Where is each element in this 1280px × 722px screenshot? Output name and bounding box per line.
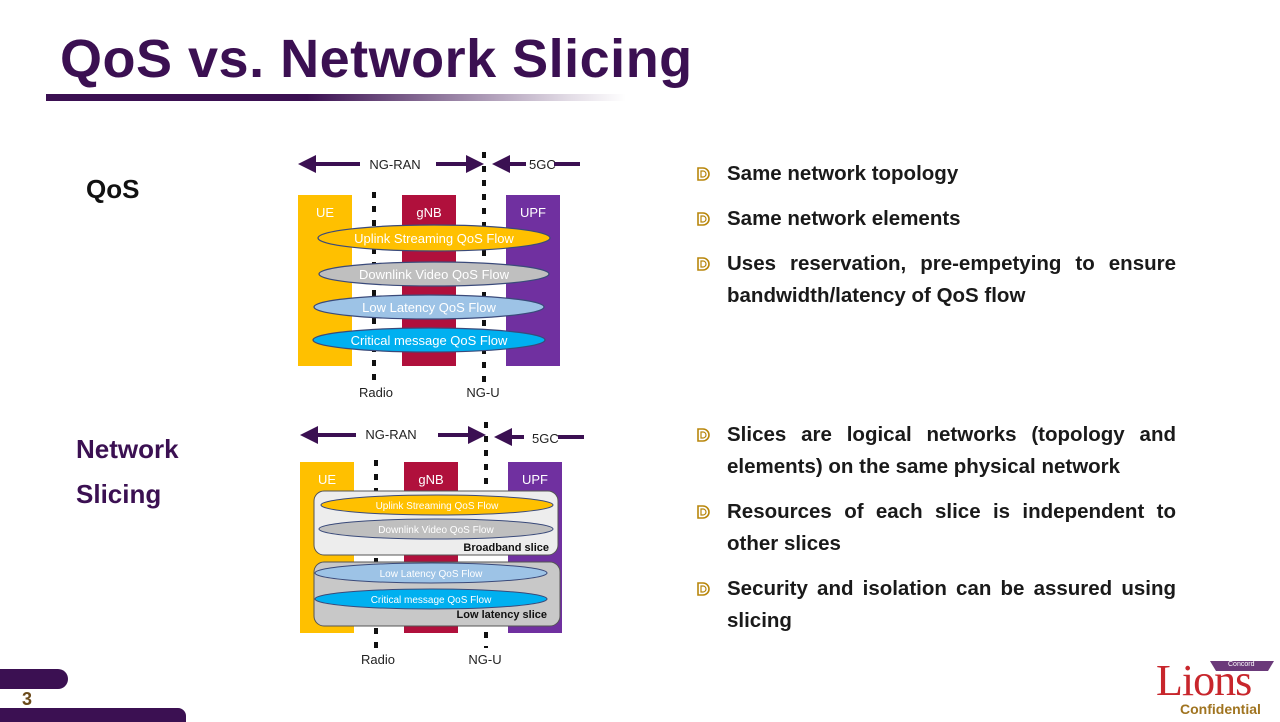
upf-label: UPF (520, 205, 546, 220)
bullet-d-icon (697, 582, 710, 596)
lions-logo: Lions (1156, 656, 1252, 705)
upf-label: UPF (522, 472, 548, 487)
ng-u-label: NG-U (466, 385, 499, 400)
radio-label: Radio (359, 385, 393, 400)
logo-banner-icon (1210, 661, 1274, 671)
gnb-label: gNB (416, 205, 441, 220)
5gc-label: 5GC (532, 431, 559, 446)
list-item: Same network topology (696, 158, 1176, 190)
flow-lowlatency-label: Low Latency QoS Flow (362, 300, 496, 315)
flow-critical-label: Critical message QoS Flow (371, 595, 492, 606)
arrow-left-icon (300, 426, 356, 444)
arrow-right-icon (438, 426, 486, 444)
flow-critical (314, 588, 548, 610)
flow-uplink-label: Uplink Streaming QoS Flow (354, 231, 514, 246)
logo-top-text: Concord (1228, 661, 1255, 668)
qos-diagram: NG-RAN 5GC UE gNB UPF Uplink Streaming Q… (298, 152, 580, 400)
broadband-slice-label: Broadband slice (463, 542, 549, 554)
flow-critical (312, 327, 546, 353)
bullet-d-icon (697, 428, 710, 442)
5gc-label: 5GC (529, 157, 556, 172)
footer-bar (0, 708, 186, 722)
ue-label: UE (316, 205, 334, 220)
ng-ran-label: NG-RAN (369, 157, 420, 172)
confidential-label: Confidential (1180, 701, 1261, 717)
flow-uplink (320, 494, 554, 516)
ng-u-label: NG-U (468, 652, 501, 667)
title-underline (46, 94, 626, 101)
flow-lowlatency-label: Low Latency QoS Flow (380, 569, 484, 580)
list-item: Same network elements (696, 203, 1176, 235)
arrow-left-icon (492, 155, 526, 173)
arrow-left-icon (298, 155, 360, 173)
flow-lowlatency (313, 294, 545, 320)
page-title: QoS vs. Network Slicing (60, 29, 693, 89)
page-number: 3 (22, 689, 33, 709)
flow-downlink-label: Downlink Video QoS Flow (378, 525, 494, 536)
list-item: Slices are logical networks (topology an… (696, 419, 1176, 483)
bullet-d-icon (697, 212, 710, 226)
arrow-right-icon (436, 155, 484, 173)
bullet-d-icon (697, 505, 710, 519)
ue-label: UE (318, 472, 336, 487)
bullet-d-icon (697, 257, 710, 271)
flow-downlink (318, 518, 554, 540)
flow-downlink (318, 261, 550, 287)
page-number-bar (0, 669, 68, 689)
low-latency-slice-label: Low latency slice (457, 609, 547, 621)
arrow-left-icon (494, 428, 524, 446)
network-slicing-label-line1: Network (76, 434, 179, 464)
qos-bullet-list: Same network topology Same network eleme… (696, 158, 1176, 325)
flow-critical-label: Critical message QoS Flow (351, 333, 508, 348)
flow-uplink (317, 224, 551, 252)
flow-lowlatency (314, 562, 548, 584)
qos-section-label: QoS (86, 174, 140, 204)
ng-ran-label: NG-RAN (365, 427, 416, 442)
list-item: Resources of each slice is independent t… (696, 496, 1176, 560)
list-item: Uses reservation, pre-empetying to ensur… (696, 248, 1176, 312)
flow-uplink-label: Uplink Streaming QoS Flow (376, 501, 500, 512)
slicing-diagram: NG-RAN 5GC UE gNB UPF Uplink Streaming Q… (300, 422, 584, 667)
slicing-bullet-list: Slices are logical networks (topology an… (696, 419, 1176, 650)
gnb-label: gNB (418, 472, 443, 487)
list-item: Security and isolation can be assured us… (696, 573, 1176, 637)
flow-downlink-label: Downlink Video QoS Flow (359, 267, 510, 282)
network-slicing-label-line2: Slicing (76, 479, 162, 509)
radio-label: Radio (361, 652, 395, 667)
bullet-d-icon (697, 167, 710, 181)
